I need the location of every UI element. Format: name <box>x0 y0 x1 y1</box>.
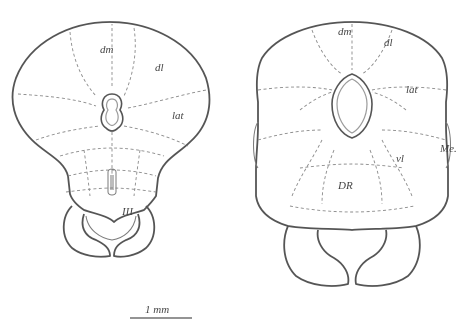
right-label-dr: DR <box>337 180 353 192</box>
right-aqueduct-inner <box>337 79 367 133</box>
left-label-iii: III <box>121 206 134 218</box>
left-label-dm: dm <box>100 44 114 56</box>
right-section: dm dl lat vl DR Me. <box>254 22 457 286</box>
right-bottom-lobe-left <box>284 226 348 286</box>
right-aqueduct-outer <box>332 74 372 138</box>
right-label-lat: lat <box>406 84 419 96</box>
left-aqueduct-inner <box>106 99 118 126</box>
right-label-dm: dm <box>338 26 352 38</box>
left-section: dm dl lat III <box>13 22 210 257</box>
right-bottom-lobe-right <box>356 226 420 286</box>
scale-bar-label: 1 mm <box>145 304 169 316</box>
left-lower-lobe-left <box>64 206 110 257</box>
scale-bar: 1 mm <box>130 304 192 318</box>
right-label-dl: dl <box>384 37 393 49</box>
right-label-vl: vl <box>396 153 404 165</box>
left-label-lat: lat <box>172 110 185 122</box>
left-label-dl: dl <box>155 62 164 74</box>
right-label-me: Me. <box>439 143 457 155</box>
